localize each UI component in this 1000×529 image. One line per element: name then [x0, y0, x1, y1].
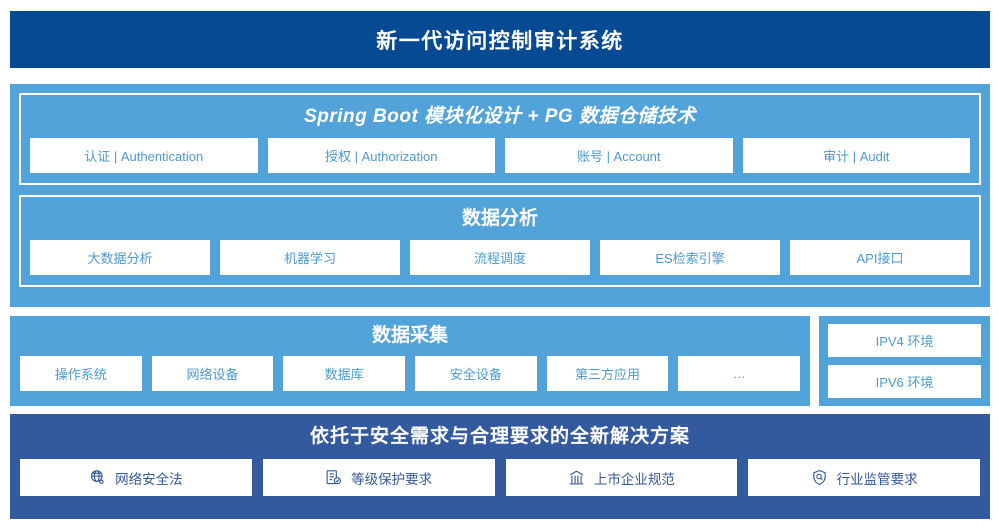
platform-panel: Spring Boot 模块化设计 + PG 数据仓储技术 认证 | Authe… — [10, 84, 990, 307]
data-collection-panel: 数据采集 操作系统 网络设备 数据库 安全设备 第三方应用 … — [10, 316, 810, 406]
document-check-icon — [325, 469, 342, 486]
card-ipv4-environment[interactable]: IPV4 环境 — [828, 324, 981, 357]
card-authentication[interactable]: 认证 | Authentication — [30, 138, 258, 173]
card-api-interface[interactable]: API接口 — [790, 240, 970, 275]
section-title-data-collection: 数据采集 — [371, 325, 448, 346]
collection-row: 数据采集 操作系统 网络设备 数据库 安全设备 第三方应用 … IPV4 环境 … — [10, 316, 990, 406]
card-operating-system[interactable]: 操作系统 — [20, 356, 142, 391]
compliance-card-row: 网络安全法 等级保护要求 — [20, 459, 980, 496]
card-account[interactable]: 账号 | Account — [505, 138, 733, 173]
card-row-spring-boot: 认证 | Authentication 授权 | Authorization 账… — [30, 138, 970, 173]
card-machine-learning[interactable]: 机器学习 — [220, 240, 400, 275]
card-row-data-analysis: 大数据分析 机器学习 流程调度 ES检索引擎 API接口 — [30, 240, 970, 275]
shield-search-icon — [811, 469, 828, 486]
page-title: 新一代访问控制审计系统 — [376, 29, 624, 53]
compliance-panel: 依托于安全需求与合理要求的全新解决方案 网络安全法 — [10, 414, 990, 519]
card-database[interactable]: 数据库 — [283, 356, 406, 391]
card-big-data-analysis[interactable]: 大数据分析 — [30, 240, 210, 275]
card-more-ellipsis[interactable]: … — [678, 356, 801, 391]
section-data-analysis: 数据分析 大数据分析 机器学习 流程调度 ES检索引擎 API接口 — [19, 195, 981, 287]
card-industry-regulation[interactable]: 行业监管要求 — [748, 459, 980, 496]
card-label: 等级保护要求 — [351, 471, 433, 487]
card-label: 上市企业规范 — [593, 471, 675, 487]
section-spring-boot: Spring Boot 模块化设计 + PG 数据仓储技术 认证 | Authe… — [19, 93, 981, 185]
ipv-environment-panel: IPV4 环境 IPV6 环境 — [819, 316, 990, 406]
card-process-scheduling[interactable]: 流程调度 — [410, 240, 590, 275]
card-cybersecurity-law[interactable]: 网络安全法 — [20, 459, 252, 496]
compliance-title: 依托于安全需求与合理要求的全新解决方案 — [309, 426, 690, 447]
card-classified-protection[interactable]: 等级保护要求 — [262, 459, 495, 496]
page-title-banner: 新一代访问控制审计系统 — [10, 11, 990, 68]
card-network-device[interactable]: 网络设备 — [151, 356, 274, 391]
section-title-spring-boot: Spring Boot 模块化设计 + PG 数据仓储技术 — [304, 106, 696, 127]
card-label: 网络安全法 — [115, 471, 183, 487]
card-row-data-collection: 操作系统 网络设备 数据库 安全设备 第三方应用 … — [20, 356, 801, 391]
card-es-search-engine[interactable]: ES检索引擎 — [600, 240, 780, 275]
card-listed-company-standard[interactable]: 上市企业规范 — [505, 459, 738, 496]
globe-network-icon — [89, 469, 106, 486]
card-ipv6-environment[interactable]: IPV6 环境 — [828, 365, 981, 398]
card-authorization[interactable]: 授权 | Authorization — [267, 138, 495, 173]
card-label: 行业监管要求 — [836, 471, 918, 487]
section-title-data-analysis: 数据分析 — [461, 208, 538, 229]
card-security-device[interactable]: 安全设备 — [415, 356, 537, 391]
card-third-party-app[interactable]: 第三方应用 — [546, 356, 669, 391]
bank-building-icon — [568, 469, 585, 486]
card-audit[interactable]: 审计 | Audit — [742, 138, 970, 173]
